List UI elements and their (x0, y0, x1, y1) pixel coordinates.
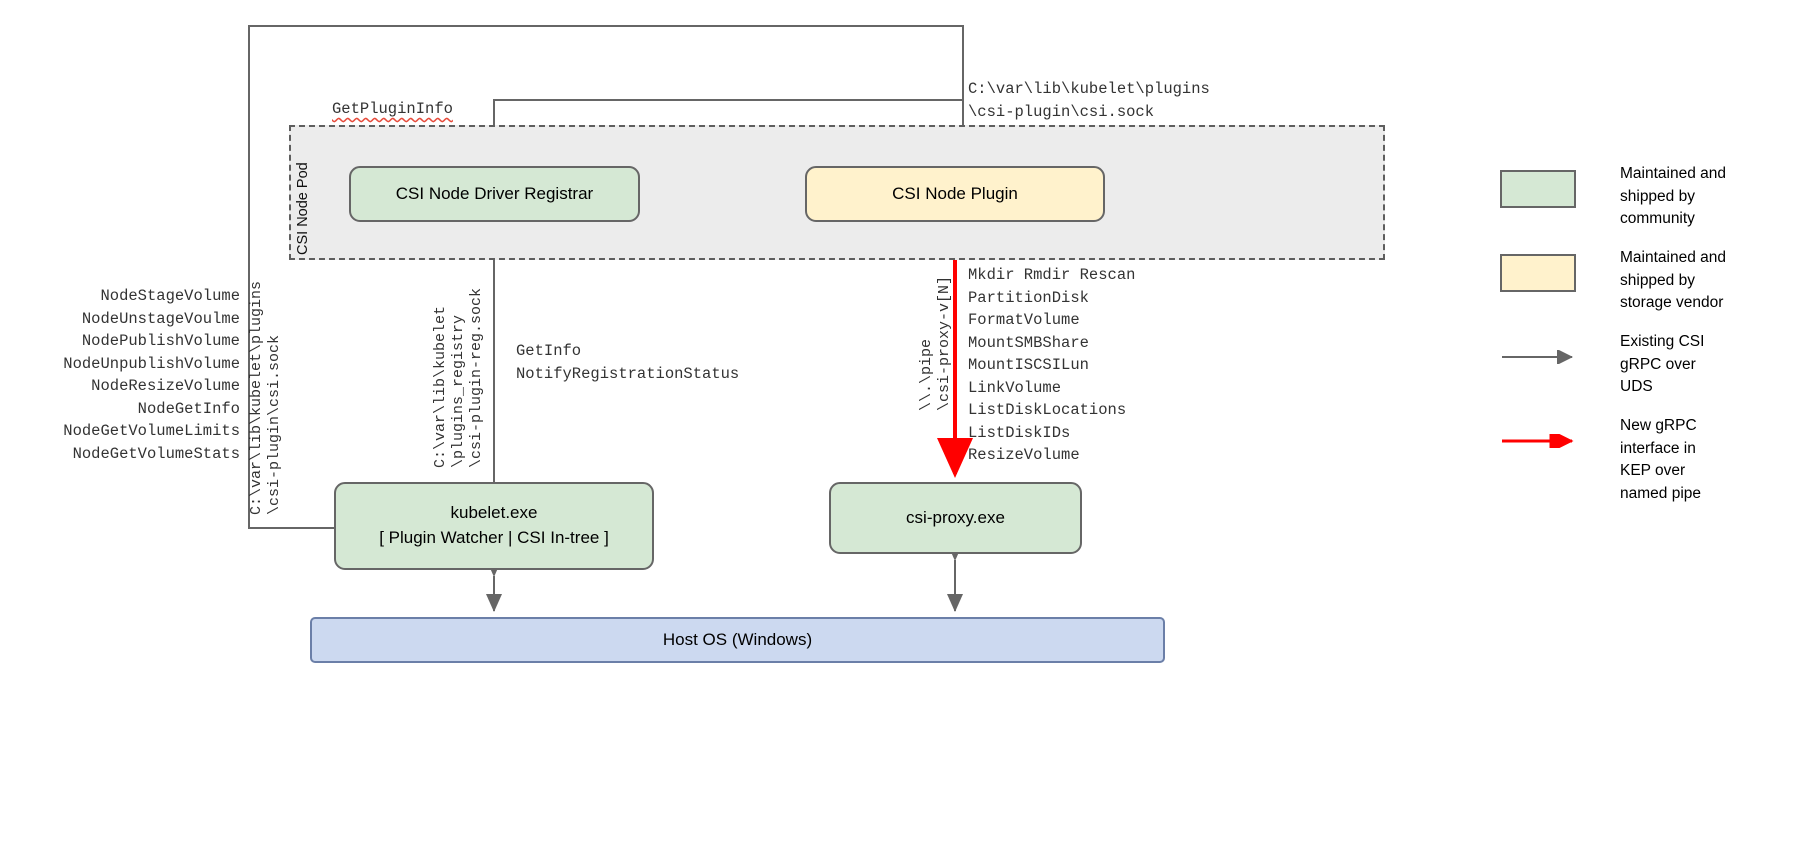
csi-proxy-api-item: MountSMBShare (968, 333, 1089, 352)
legend-row: Existing CSI gRPC over UDS (1500, 328, 1818, 412)
node-label: csi-proxy.exe (906, 507, 1005, 527)
node-csi-node-driver-registrar[interactable]: CSI Node Driver Registrar (349, 166, 640, 222)
csi-proxy-api-item: LinkVolume (968, 378, 1062, 397)
node-csi-proxy-exe[interactable]: csi-proxy.exe (829, 482, 1082, 554)
csi-proxy-api-item: Mkdir Rmdir Rescan (968, 266, 1136, 284)
legend-arrow-icon (1502, 350, 1573, 364)
legend-label: New gRPC interface in KEP over named pip… (1620, 417, 1702, 502)
label-registrar-calls: GetInfo NotifyRegistrationStatus (516, 342, 740, 383)
label-named-pipe-vertical: \\.\pipe \csi-proxy-v[N] (918, 276, 953, 412)
label-registry-socket-path-vertical: C:\var\lib\kubelet \plugins_registry \cs… (432, 288, 485, 469)
node-service-call-item: NodeUnstageVoulme (81, 309, 240, 328)
csi-proxy-api-item: ListDiskLocations (968, 401, 1127, 419)
legend-label: Existing CSI gRPC over UDS (1620, 333, 1705, 395)
node-label: Host OS (Windows) (662, 629, 813, 649)
csi-proxy-api-item: ResizeVolume (968, 446, 1080, 464)
node-label-line1: kubelet.exe (450, 503, 538, 523)
node-service-call-item: NodePublishVolume (81, 332, 240, 350)
csi-proxy-api-item: ListDiskIDs (968, 423, 1071, 442)
legend-row: New gRPC interface in KEP over named pip… (1500, 412, 1818, 502)
legend-label: Maintained and shipped by storage vendor (1620, 249, 1726, 311)
node-label: CSI Node Plugin (892, 183, 1018, 203)
node-csi-node-plugin[interactable]: CSI Node Plugin (805, 166, 1105, 222)
node-service-call-item: NodeGetVolumeLimits (63, 422, 240, 440)
legend-row: Maintained and shipped by community (1500, 160, 1818, 244)
node-host-os[interactable]: Host OS (Windows) (310, 617, 1165, 663)
label-get-plugin-info: GetPluginInfo (332, 100, 453, 118)
legend-color-swatch (1500, 170, 1576, 208)
legend-label: Maintained and shipped by community (1620, 165, 1726, 227)
legend-arrow-icon (1502, 434, 1574, 448)
csi-node-pod-label: CSI Node Pod (295, 162, 311, 255)
node-service-call-item: NodeStageVolume (100, 287, 240, 305)
node-service-call-item: NodeGetInfo (137, 399, 240, 418)
legend-color-swatch (1500, 254, 1576, 292)
csi-proxy-api-item: MountISCSILun (968, 356, 1089, 374)
csi-proxy-api-item: PartitionDisk (968, 288, 1089, 307)
node-label: CSI Node Driver Registrar (395, 183, 594, 203)
node-label-line2: [ Plugin Watcher | CSI In-tree ] (379, 528, 609, 547)
csi-proxy-api-item: FormatVolume (968, 311, 1080, 329)
label-csi-socket-path-vertical: C:\var\lib\kubelet\plugins \csi-plugin\c… (248, 281, 283, 516)
node-service-call-item: NodeUnpublishVolume (63, 354, 240, 373)
node-service-call-item: NodeGetVolumeStats (72, 444, 240, 463)
node-kubelet-exe[interactable]: kubelet.exe [ Plugin Watcher | CSI In-tr… (334, 482, 654, 570)
label-csi-plugin-socket-path: C:\var\lib\kubelet\plugins \csi-plugin\c… (968, 80, 1210, 121)
legend-row: Maintained and shipped by storage vendor (1500, 244, 1818, 328)
node-service-call-item: NodeResizeVolume (91, 377, 240, 395)
